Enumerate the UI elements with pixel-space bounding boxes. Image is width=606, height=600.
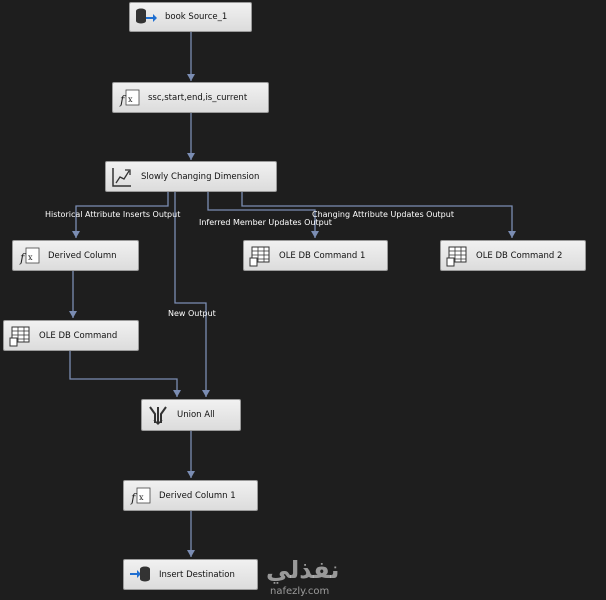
node-label: OLE DB Command 1 <box>279 250 366 261</box>
node-derived-column[interactable]: f x Derived Column <box>12 240 139 271</box>
node-script[interactable]: f x ssc,start,end,is_current <box>112 82 269 113</box>
node-union-all[interactable]: Union All <box>141 399 241 431</box>
node-label: OLE DB Command 2 <box>476 250 563 261</box>
fx-icon: f x <box>18 245 40 267</box>
node-label: ssc,start,end,is_current <box>148 92 248 103</box>
fx-icon: f x <box>118 87 140 109</box>
path-label-inferred: Inferred Member Updates Output <box>199 218 332 227</box>
node-book-source[interactable]: book Source_1 <box>129 2 252 32</box>
path-label-historical: Historical Attribute Inserts Output <box>45 210 181 219</box>
path-new-output[interactable] <box>174 192 210 397</box>
union-icon <box>147 404 169 426</box>
node-label: Derived Column 1 <box>159 490 236 501</box>
node-label: OLE DB Command <box>39 330 118 341</box>
table-icon <box>446 245 468 267</box>
path-inferred[interactable] <box>207 192 319 238</box>
path-label-changing: Changing Attribute Updates Output <box>312 210 454 219</box>
svg-text:x: x <box>28 253 33 262</box>
node-derived-column-1[interactable]: f x Derived Column 1 <box>123 480 258 511</box>
node-label: Slowly Changing Dimension <box>141 171 260 182</box>
fx-icon: f x <box>129 485 151 507</box>
path-historical[interactable] <box>72 192 169 238</box>
node-label: Union All <box>177 410 215 420</box>
path-changing[interactable] <box>241 192 516 238</box>
svg-text:f: f <box>130 491 138 505</box>
node-slowly-changing-dimension[interactable]: Slowly Changing Dimension <box>105 161 277 192</box>
destination-icon <box>129 564 151 586</box>
node-ole-db-command-1[interactable]: OLE DB Command 1 <box>243 240 388 271</box>
node-label: book Source_1 <box>165 12 228 22</box>
svg-text:x: x <box>139 493 144 502</box>
node-label: Insert Destination <box>159 569 235 580</box>
node-insert-destination[interactable]: Insert Destination <box>123 559 258 590</box>
node-ole-db-command-2[interactable]: OLE DB Command 2 <box>440 240 586 271</box>
path-oledb-to-union[interactable] <box>69 351 181 397</box>
path-label-new: New Output <box>168 309 216 318</box>
node-ole-db-command[interactable]: OLE DB Command <box>3 320 139 351</box>
watermark-site: nafezly.com <box>270 586 330 597</box>
table-icon <box>9 325 31 347</box>
node-label: Derived Column <box>48 250 117 261</box>
scd-icon <box>111 166 133 188</box>
table-icon <box>249 245 271 267</box>
svg-text:f: f <box>19 251 27 265</box>
svg-text:x: x <box>128 95 133 104</box>
watermark-arabic: نفذلي <box>266 556 340 584</box>
svg-text:f: f <box>119 93 127 107</box>
source-icon <box>135 6 157 28</box>
